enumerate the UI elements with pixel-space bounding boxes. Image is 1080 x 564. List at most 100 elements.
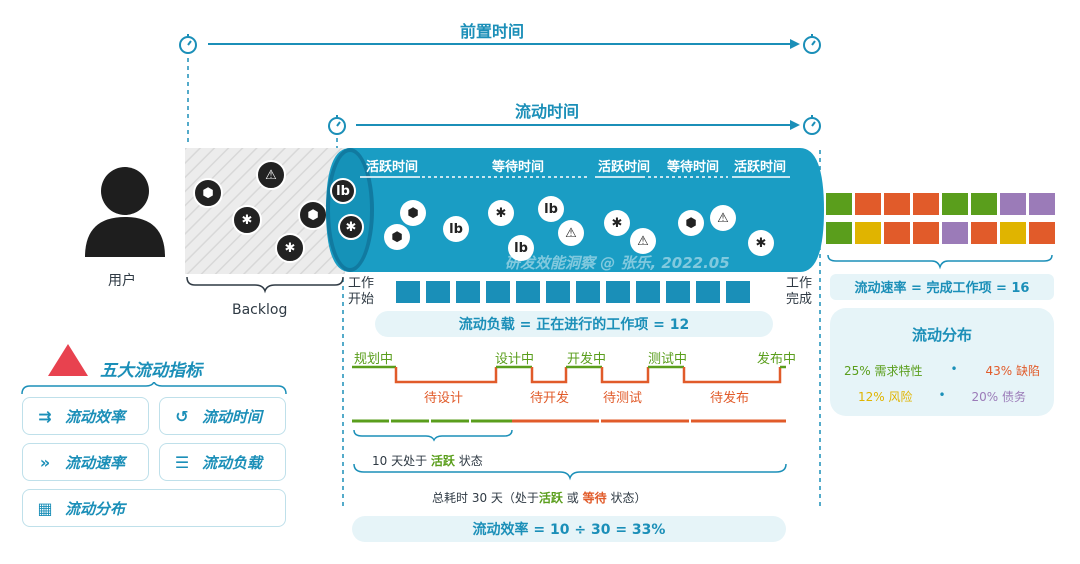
wip-item (396, 281, 420, 303)
metric-flow-efficiency[interactable]: ⇉ 流动效率 (22, 397, 149, 435)
lib-icon: lb (508, 235, 534, 261)
completed-item (942, 193, 968, 215)
tube-watermark: 研发效能洞察 @ 张乐, 2022.05 (505, 254, 730, 272)
wip-item (426, 281, 450, 303)
cube-icon: ⬢ (678, 210, 704, 236)
lib-icon: lb (538, 196, 564, 222)
distribution-row-2: 12% 风险 • 20% 债务 (858, 388, 1026, 405)
distribution-row-1: 25% 需求特性 • 43% 缺陷 (844, 362, 1040, 379)
metric-flow-load[interactable]: ☰ 流动负载 (159, 443, 286, 481)
completed-item (971, 222, 997, 244)
dist-feature-pct: 25% (844, 364, 871, 378)
metric-flow-distribution-label: 流动分布 (65, 499, 126, 518)
warning-icon: ⚠ (256, 160, 286, 190)
wip-item (606, 281, 630, 303)
clock-history-icon: ↺ (175, 406, 189, 426)
dist-bullet: • (950, 362, 958, 376)
wip-item (576, 281, 600, 303)
warning-icon: ⚠ (630, 228, 656, 254)
completed-item (971, 193, 997, 215)
completed-item (1000, 193, 1026, 215)
backlog-label: Backlog (232, 302, 288, 318)
backlog-bracket (186, 276, 344, 294)
bug-icon: ✱ (275, 233, 305, 263)
lead-time-label: 前置时间 (460, 22, 525, 41)
dist-defect-pct: 43% (985, 364, 1013, 378)
wip-item (666, 281, 690, 303)
metric-flow-velocity-label: 流动速率 (65, 453, 126, 472)
completed-item (1000, 222, 1026, 244)
warning-icon: ⚠ (710, 205, 736, 231)
summary-brackets (353, 429, 787, 481)
efficiency-text: 流动效率 = 10 ÷ 30 = 33% (472, 522, 666, 538)
stage-test: 测试中 (648, 352, 688, 367)
server-stack-icon: ☰ (174, 452, 190, 472)
wip-item (726, 281, 750, 303)
dist-bullet: • (938, 388, 946, 402)
flow-time-label: 流动时间 (515, 102, 580, 121)
total-wait-word: 等待 (582, 491, 607, 505)
velocity-pill: 流动速率 = 完成工作项 = 16 (830, 274, 1054, 300)
grid-icon: ▦ (37, 498, 53, 518)
bug-icon: ✱ (488, 200, 514, 226)
stage-design: 设计中 (495, 352, 535, 367)
stage-wait-test: 待测试 (603, 391, 643, 406)
wip-item (516, 281, 540, 303)
stage-dev: 开发中 (567, 352, 607, 367)
cube-icon: ⬢ (400, 200, 426, 226)
metric-flow-velocity[interactable]: » 流动速率 (22, 443, 149, 481)
tube-label-wait-2: 等待时间 (667, 160, 720, 175)
stage-planning: 规划中 (354, 352, 394, 367)
metric-flow-efficiency-label: 流动效率 (65, 407, 126, 426)
stage-wait-dev: 待开发 (530, 391, 570, 406)
dist-defect: 43% 缺陷 (985, 362, 1040, 379)
stage-wait-release: 待发布 (710, 391, 750, 406)
warning-icon: ⚠ (558, 220, 584, 246)
bug-icon: ✱ (604, 210, 630, 236)
completed-item (884, 222, 910, 244)
stage-release: 发布中 (757, 352, 797, 367)
wip-item (636, 281, 660, 303)
cube-icon: ⬢ (193, 178, 223, 208)
active-days-suffix: 状态 (458, 454, 483, 468)
metric-flow-load-label: 流动负载 (202, 453, 263, 472)
wip-item (456, 281, 480, 303)
dist-feature-name: 需求特性 (874, 364, 923, 378)
dist-debt-pct: 20% (971, 390, 999, 404)
user-icon (85, 167, 165, 257)
wip-pill: 流动负载 = 正在进行的工作项 = 12 (375, 311, 773, 337)
cube-icon: ⬢ (384, 224, 410, 250)
bug-icon: ✱ (748, 230, 774, 256)
stage-wait-design: 待设计 (424, 391, 464, 406)
completed-item (942, 222, 968, 244)
dist-debt-name: 债务 (1001, 390, 1026, 404)
dist-risk: 12% 风险 (858, 388, 913, 405)
lib-icon: lb (443, 216, 469, 242)
red-triangle-icon (48, 344, 88, 376)
efficiency-pill: 流动效率 = 10 ÷ 30 = 33% (352, 516, 786, 542)
velocity-bracket (827, 254, 1053, 270)
total-or: 或 (566, 491, 579, 505)
dist-risk-pct: 12% (858, 390, 885, 404)
metric-flow-distribution[interactable]: ▦ 流动分布 (22, 489, 286, 527)
tube-label-active-3: 活跃时间 (734, 160, 787, 175)
distribution-card: 流动分布 25% 需求特性 • 43% 缺陷 12% 风险 • 20% 债务 (830, 308, 1054, 416)
dist-defect-name: 缺陷 (1015, 364, 1040, 378)
completed-item (913, 222, 939, 244)
active-days-text: 10 天处于 活跃 状态 (372, 452, 483, 469)
dist-debt: 20% 债务 (971, 388, 1026, 405)
velocity-text: 流动速率 = 完成工作项 = 16 (854, 281, 1030, 296)
bug-icon: ✱ (232, 205, 262, 235)
tube-label-arrows (360, 176, 790, 178)
completed-item (913, 193, 939, 215)
wip-text: 流动负载 = 正在进行的工作项 = 12 (458, 317, 690, 333)
completed-item (826, 222, 852, 244)
wip-item (696, 281, 720, 303)
metric-flow-time[interactable]: ↺ 流动时间 (159, 397, 286, 435)
distribution-title: 流动分布 (911, 326, 972, 344)
completed-item (855, 193, 881, 215)
dist-risk-name: 风险 (888, 390, 913, 404)
tube-label-wait-1: 等待时间 (492, 160, 545, 175)
cube-icon: ⬢ (298, 200, 328, 230)
